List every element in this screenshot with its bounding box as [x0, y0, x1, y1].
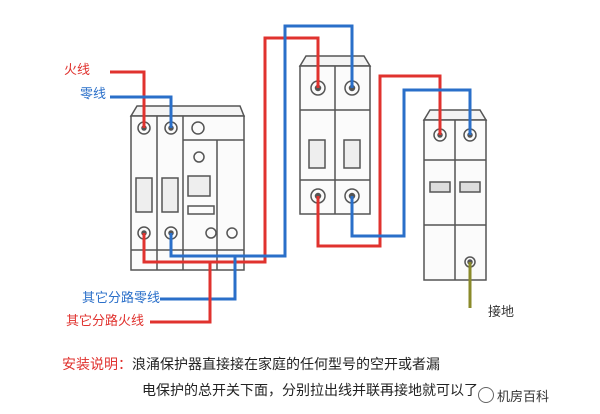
surge-protector [422, 109, 488, 281]
watermark-text: 机房百科 [497, 390, 550, 405]
branch-live-wire [150, 262, 212, 324]
main-rcd-breaker [129, 105, 246, 271]
caption-prefix: 安装说明： [62, 357, 132, 373]
branch-neutral-wire [160, 256, 237, 301]
wechat-icon [478, 387, 494, 403]
branch-live-label: 其它分路火线 [66, 314, 145, 329]
spd-neutral-wire [350, 88, 472, 238]
caption-text-2: 电保护的总开关下面，分别拉出线并联再接地就可以了 [142, 383, 478, 399]
feed-neutral-wire [169, 24, 354, 258]
live-wire-label: 火线 [64, 63, 91, 78]
caption-line-1: 安装说明：浪涌保护器直接接在家庭的任何型号的空开或者漏 [62, 358, 440, 372]
spd-live-wire [316, 74, 442, 248]
incoming-neutral-wire [110, 95, 173, 128]
branch-breaker [298, 55, 372, 215]
incoming-live-wire [110, 70, 146, 128]
caption-text-1: 浪涌保护器直接接在家庭的任何型号的空开或者漏 [132, 357, 440, 373]
feed-live-wire [142, 36, 320, 264]
branch-neutral-label: 其它分路零线 [82, 291, 161, 306]
neutral-wire-label: 零线 [80, 87, 107, 102]
caption-line-2: 电保护的总开关下面，分别拉出线并联再接地就可以了 [142, 384, 478, 398]
ground-label: 接地 [488, 305, 515, 320]
watermark: 机房百科 [478, 386, 549, 405]
